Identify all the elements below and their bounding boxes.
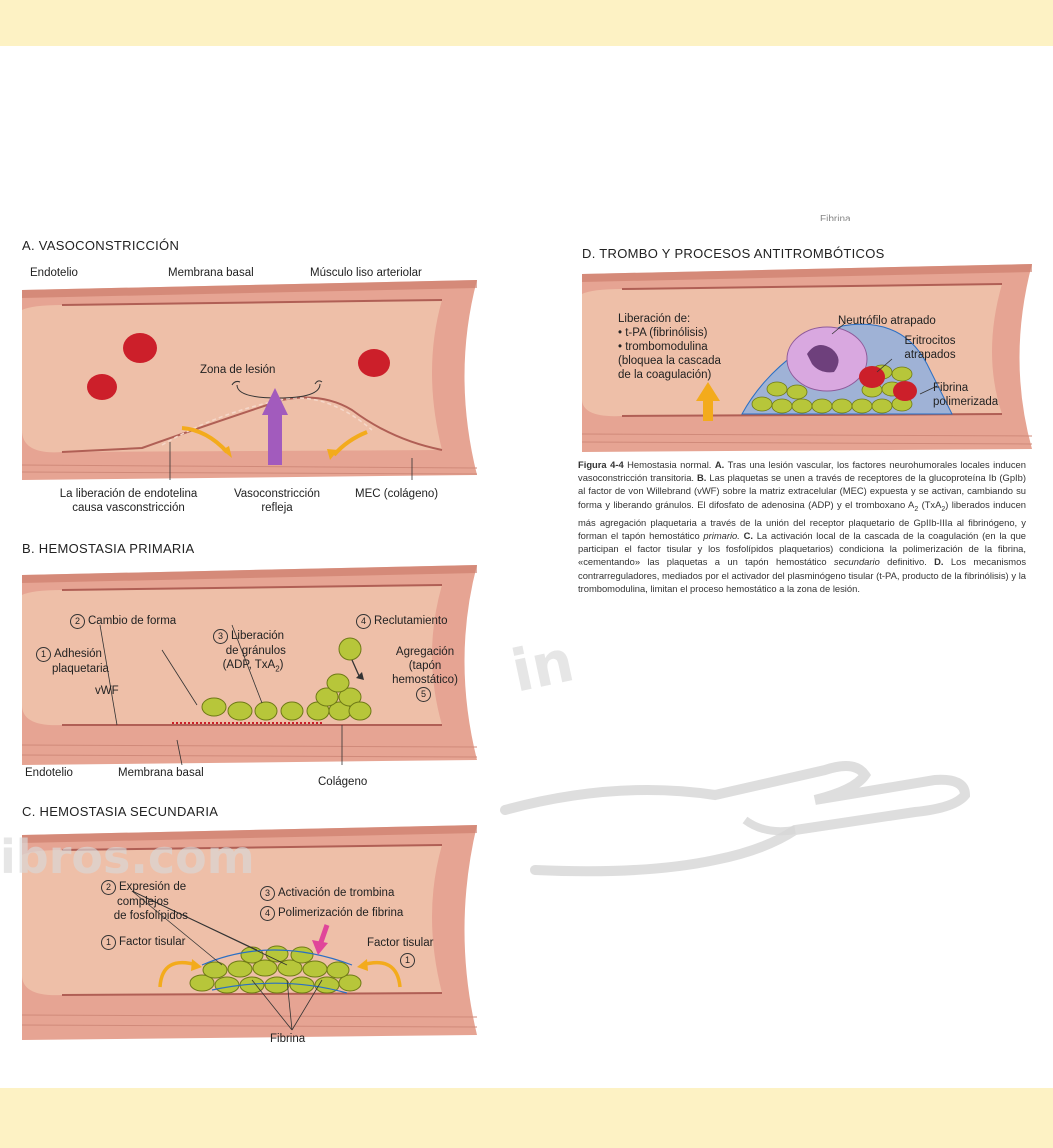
- label-vwf: vWF: [95, 684, 119, 698]
- top-band: [0, 0, 1053, 46]
- label-eritro-1: Eritrocitos: [904, 335, 955, 347]
- label-agregacion: Agregación (tapón hemostático) 5: [382, 645, 468, 702]
- step-3c-icon: 3: [260, 886, 275, 901]
- caption-fig: Figura 4-4: [578, 459, 624, 470]
- eritrocito-icon-2: [893, 381, 917, 401]
- label-endotelio-b: Endotelio: [25, 766, 73, 780]
- label-neutrofilo: Neutrófilo atrapado: [838, 314, 936, 328]
- label-lib-d-4: (bloquea la cascada: [618, 355, 721, 367]
- caption-b-key: B.: [697, 472, 706, 483]
- label-membrana-basal-b: Membrana basal: [118, 766, 204, 780]
- label-lib-d-2: • t-PA (fibrinólisis): [618, 327, 707, 339]
- label-fibrina-fragment: Fibrina: [820, 213, 851, 221]
- label-vasoconstriccion-refleja: Vasoconstricción refleja: [222, 487, 332, 515]
- caption-a-key: A.: [715, 459, 724, 470]
- panel-b-title: B. HEMOSTASIA PRIMARIA: [22, 541, 195, 556]
- label-lib-d-3: • trombomodulina: [618, 341, 708, 353]
- label-liberacion-d: Liberación de: • t-PA (fibrinólisis) • t…: [618, 312, 721, 382]
- rbc-a-2: [87, 374, 117, 400]
- panel-c-title: C. HEMOSTASIA SECUNDARIA: [22, 804, 218, 819]
- arrow-vasoconstriccion: [268, 410, 282, 465]
- caption-b-text2: (TxA: [922, 499, 942, 510]
- step-3-icon: 3: [213, 629, 228, 644]
- rbc-a-3: [358, 349, 390, 377]
- label-lib-d-1: Liberación de:: [618, 313, 690, 325]
- label-vaso-1: Vasoconstricción: [234, 488, 320, 500]
- watermark-text-2: in: [506, 626, 580, 705]
- label-endotelio-a: Endotelio: [30, 266, 78, 280]
- label-membrana-basal-a: Membrana basal: [168, 266, 254, 280]
- label-adhesion-2: plaquetaria: [52, 663, 109, 675]
- caption-c-italic: secundario: [834, 556, 880, 567]
- label-adhesion-1: Adhesión: [54, 648, 102, 660]
- caption-d-key: D.: [934, 556, 943, 567]
- label-factor-tisular-right: Factor tisular: [367, 936, 433, 950]
- panel-a-title: A. VASOCONSTRICCIÓN: [22, 238, 179, 253]
- watermark-hand-icon: [495, 700, 1035, 900]
- label-agreg-2: (tapón: [409, 660, 442, 672]
- label-fibrina-polimerizada: Fibrina polimerizada: [933, 381, 998, 409]
- label-reclut: Reclutamiento: [374, 615, 448, 627]
- eritrocito-icon-1: [859, 366, 885, 388]
- rbc-a-1: [123, 333, 157, 363]
- label-fibrina-c: Fibrina: [270, 1032, 305, 1046]
- label-lib-1: Liberación: [231, 630, 284, 642]
- step-2-icon: 2: [70, 614, 85, 629]
- label-musculo-liso: Músculo liso arteriolar: [310, 266, 422, 280]
- label-expr-2: complejos: [117, 896, 169, 908]
- label-lib-end: ): [280, 659, 284, 671]
- label-mec: MEC (colágeno): [355, 487, 438, 501]
- label-fibrina-d-2: polimerizada: [933, 396, 998, 408]
- label-fibrina-d-1: Fibrina: [933, 382, 968, 394]
- caption-b-italic: primario.: [703, 530, 739, 541]
- label-factor-izq: Factor tisular: [119, 936, 185, 948]
- label-agreg-1: Agregación: [396, 646, 454, 658]
- label-zona-lesion: Zona de lesión: [200, 363, 275, 377]
- label-liberacion-endotelina: La liberación de endotelina causa vascon…: [26, 487, 231, 515]
- label-lib-2: de gránulos: [226, 645, 286, 657]
- step-5-icon: 5: [416, 687, 431, 702]
- label-factor-tisular-left: 1Factor tisular: [101, 935, 185, 950]
- label-colageno: Colágeno: [318, 775, 367, 789]
- step-1c-icon: 1: [101, 935, 116, 950]
- caption-b-sub: 2: [914, 505, 918, 512]
- label-liberacion-2: causa vasconstricción: [72, 502, 185, 514]
- label-trombina: Activación de trombina: [278, 887, 394, 899]
- label-eritrocitos: Eritrocitos atrapados: [880, 334, 980, 362]
- watermark-text-1: ibros.com: [0, 830, 255, 884]
- label-cambio: Cambio de forma: [88, 615, 176, 627]
- caption-c-key: C.: [744, 530, 753, 541]
- label-agreg-3: hemostático): [392, 674, 458, 686]
- label-vaso-2: refleja: [261, 502, 292, 514]
- label-fibrina-pol: Polimerización de fibrina: [278, 907, 403, 919]
- caption-lead: Hemostasia normal.: [627, 459, 711, 470]
- panel-d-title: D. TROMBO Y PROCESOS ANTITROMBÓTICOS: [582, 246, 885, 261]
- label-factor-der: Factor tisular: [367, 937, 433, 949]
- label-eritro-2: atrapados: [904, 349, 955, 361]
- label-factor-der-num: 1: [400, 953, 418, 968]
- label-lib-3: (ADP, TxA: [223, 659, 276, 671]
- step-4-icon: 4: [356, 614, 371, 629]
- bottom-band: [0, 1088, 1053, 1148]
- caption-c-text2: definitivo.: [887, 556, 927, 567]
- step-1-icon: 1: [36, 647, 51, 662]
- step-4c-icon: 4: [260, 906, 275, 921]
- label-liberacion-1: La liberación de endotelina: [60, 488, 197, 500]
- vessel-a-illustration: [22, 280, 492, 480]
- figure-caption: Figura 4-4 Hemostasia normal. A. Tras un…: [578, 458, 1026, 595]
- label-expr-3: de fosfolípidos: [114, 910, 188, 922]
- step-1c-right-icon: 1: [400, 953, 415, 968]
- label-lib-d-5: de la coagulación): [618, 369, 711, 381]
